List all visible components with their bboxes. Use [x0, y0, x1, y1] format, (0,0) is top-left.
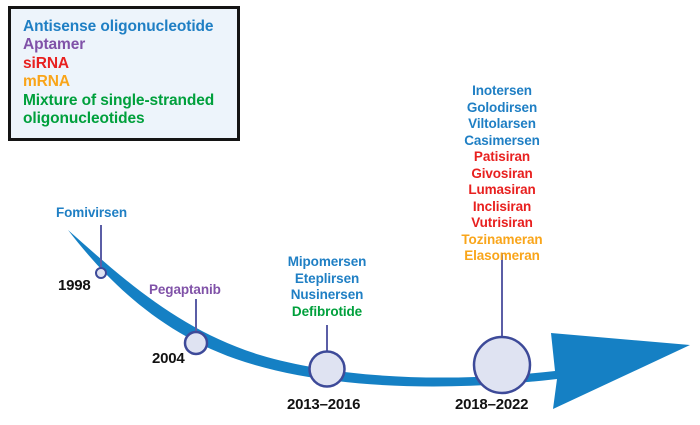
drug-label-pegaptanib: Pegaptanib	[149, 282, 221, 297]
drug-label-casimersen: Casimersen	[464, 132, 540, 148]
milestone-node-2018-2022[interactable]	[472, 335, 532, 395]
drug-label-tozinameran: Tozinameran	[461, 231, 543, 247]
milestone-node-2004[interactable]	[183, 330, 209, 356]
drug-label-golodirsen: Golodirsen	[466, 99, 538, 115]
drug-label-givosiran: Givosiran	[471, 165, 533, 181]
milestone-node-1998[interactable]	[95, 267, 107, 279]
drug-label-inotersen: Inotersen	[472, 83, 532, 98]
drug-label-eteplirsen: Eteplirsen	[294, 270, 360, 286]
drug-label-inclisiran: Inclisiran	[472, 198, 532, 214]
milestone-node-2013-2016[interactable]	[308, 350, 346, 388]
legend-item-mixture: Mixture of single-stranded oligonucleoti…	[23, 91, 215, 128]
legend-box: Antisense oligonucleotide Aptamer siRNA …	[8, 6, 240, 142]
drug-label-defibrotide: Defibrotide	[291, 303, 363, 319]
drug-cluster-2013-2016: Mipomersen Eteplirsen Nusinersen Defibro…	[247, 254, 407, 320]
drug-label-nusinersen: Nusinersen	[290, 287, 364, 302]
legend-item-mrna: mRNA	[23, 73, 70, 91]
year-label-1998: 1998	[58, 277, 91, 294]
drug-label-patisiran: Patisiran	[473, 149, 531, 164]
legend-item-aptamer: Aptamer	[23, 36, 86, 54]
year-label-2018-2022: 2018–2022	[455, 396, 529, 413]
year-label-2013-2016: 2013–2016	[287, 396, 361, 413]
drug-label-fomivirsen: Fomivirsen	[56, 205, 128, 220]
year-label-2004: 2004	[152, 350, 185, 367]
drug-label-lumasiran: Lumasiran	[468, 182, 536, 197]
drug-label-mipomersen: Mipomersen	[287, 254, 367, 269]
drug-label-viltolarsen: Viltolarsen	[468, 116, 536, 131]
drug-label-elasomeran: Elasomeran	[464, 248, 540, 263]
drug-cluster-2018-2022: Inotersen Golodirsen Viltolarsen Casimer…	[422, 83, 582, 265]
legend-item-sirna: siRNA	[23, 54, 70, 72]
legend-item-antisense-oligonucleotide: Antisense oligonucleotide	[23, 18, 214, 35]
drug-label-vutrisiran: Vutrisiran	[471, 215, 533, 230]
